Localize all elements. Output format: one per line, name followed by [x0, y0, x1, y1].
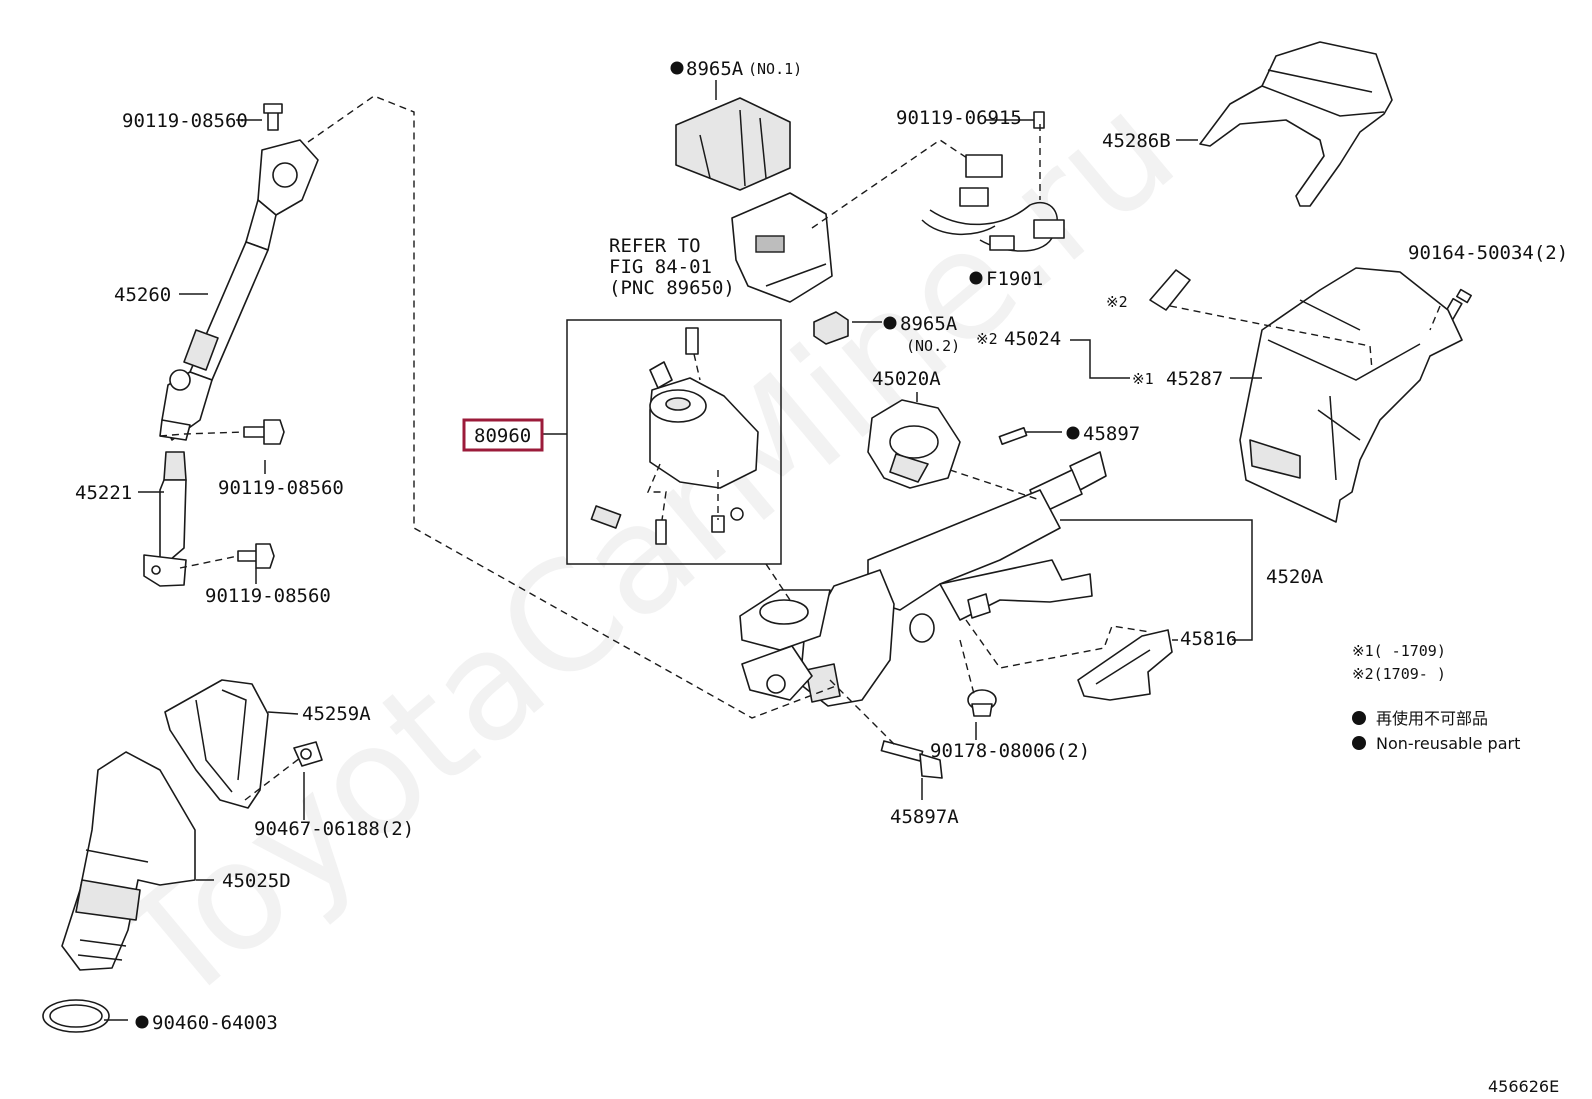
wire-harness-f1901 — [921, 111, 1065, 252]
label-sticker-mark: ※2 — [1106, 293, 1128, 311]
label-45020a[interactable]: 45020A — [872, 368, 941, 390]
sticker-45024 — [1149, 269, 1191, 311]
clamp-90460-64003 — [42, 999, 110, 1033]
bolt-90119-08560-c — [237, 543, 275, 569]
highlight-box-80960 — [462, 418, 544, 452]
bracket-45816 — [1077, 629, 1173, 701]
legend-jp: 再使用不可部品 — [1376, 709, 1488, 728]
label-45897[interactable]: 45897 — [1083, 423, 1140, 445]
label-90119-08560-c[interactable]: 90119-08560 — [205, 585, 331, 607]
leader-lines — [104, 80, 1441, 1021]
steering-lock-computer — [731, 192, 833, 303]
motor-80960-box — [566, 319, 782, 565]
label-90119-08560-b[interactable]: 90119-08560 — [218, 477, 344, 499]
label-f1901[interactable]: F1901 — [986, 268, 1043, 290]
label-45260[interactable]: 45260 — [114, 284, 171, 306]
shaft-45221 — [143, 451, 187, 587]
label-90119-06915[interactable]: 90119-06915 — [896, 107, 1022, 129]
label-8965a-no2-note: (NO.2) — [906, 337, 960, 355]
screw-45897 — [998, 426, 1028, 446]
label-45816[interactable]: 45816 — [1180, 628, 1237, 650]
refer-note-line1: REFER TO — [609, 235, 701, 257]
computer-cover-8965a — [675, 97, 791, 191]
label-45287-mark: ※1 — [1132, 370, 1154, 388]
note-2: ※2(1709- ) — [1352, 665, 1446, 683]
cover-45259a — [164, 679, 269, 809]
cover-8965a-no2 — [813, 311, 849, 345]
legend-en: Non-reusable part — [1376, 734, 1520, 753]
label-45259a[interactable]: 45259A — [302, 703, 371, 725]
label-45286b[interactable]: 45286B — [1102, 130, 1171, 152]
intermediate-shaft-45260 — [159, 103, 319, 441]
label-45024[interactable]: 45024 — [1004, 328, 1061, 350]
lower-cover-45287 — [1239, 267, 1463, 523]
refer-note-line3: (PNC 89650) — [609, 277, 735, 299]
label-90460-64003[interactable]: 90460-64003 — [152, 1012, 278, 1034]
label-8965a-no1[interactable]: 8965A — [686, 58, 744, 80]
label-4520a[interactable]: 4520A — [1266, 566, 1324, 588]
label-90164-50034[interactable]: 90164-50034(2) — [1408, 242, 1568, 264]
clip-90467-06188 — [293, 741, 323, 767]
boot-45025d — [61, 751, 196, 971]
upper-cover-45286b — [1199, 41, 1393, 207]
note-1: ※1( -1709) — [1352, 642, 1446, 660]
sensor-45020a — [867, 399, 961, 489]
label-45221[interactable]: 45221 — [75, 482, 132, 504]
non-reusable-markers — [135, 61, 1366, 1029]
label-45025d[interactable]: 45025D — [222, 870, 291, 892]
label-90178-08006[interactable]: 90178-08006(2) — [930, 740, 1090, 762]
label-8965a-no1-note: (NO.1) — [748, 60, 802, 78]
refer-note-line2: FIG 84-01 — [609, 256, 712, 278]
figure-code: 456626E — [1488, 1077, 1559, 1096]
bolt-45897a — [880, 740, 943, 779]
label-90467-06188[interactable]: 90467-06188(2) — [254, 818, 414, 840]
label-8965a-no2[interactable]: 8965A — [900, 313, 958, 335]
label-80960[interactable]: 80960 — [474, 425, 531, 447]
bolt-90119-08560-b — [243, 419, 285, 445]
label-45024-mark: ※2 — [976, 330, 998, 348]
grommet-90178-08006 — [967, 689, 997, 717]
steering-column-4520a — [739, 451, 1107, 707]
label-45287[interactable]: 45287 — [1166, 368, 1223, 390]
label-90119-08560-a[interactable]: 90119-08560 — [122, 110, 248, 132]
label-45897a[interactable]: 45897A — [890, 806, 959, 828]
